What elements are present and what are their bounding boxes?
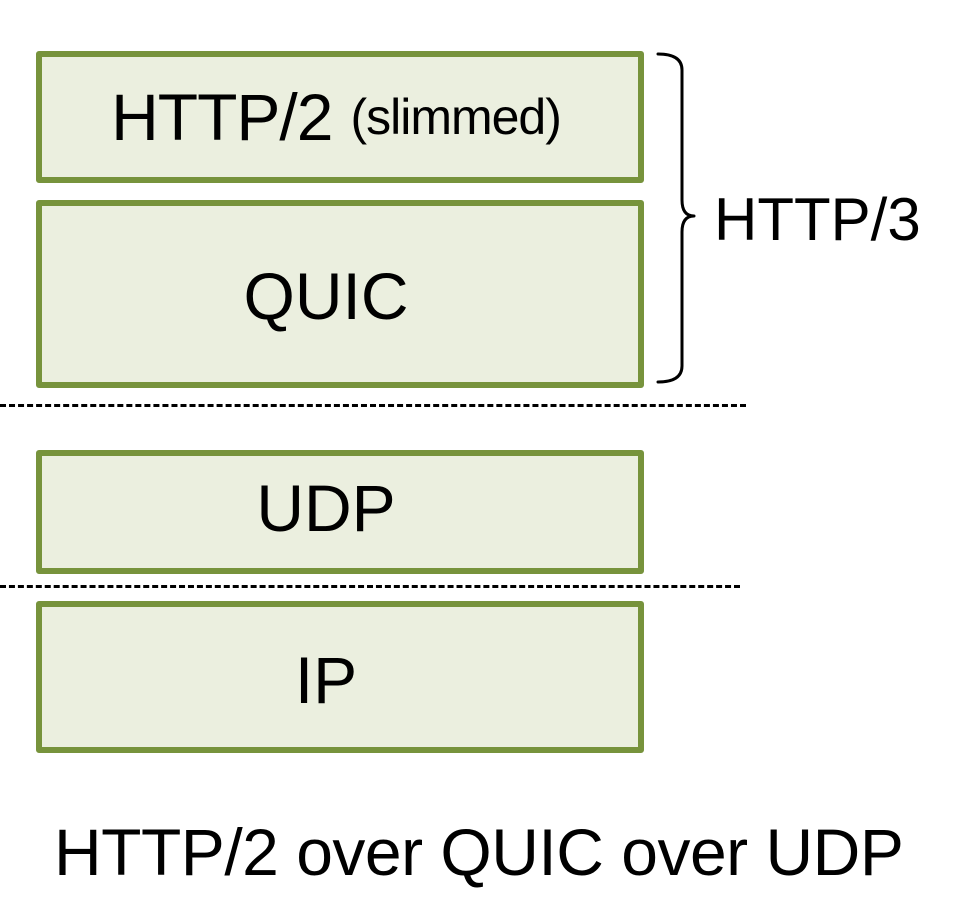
http3-curly-brace — [656, 52, 696, 384]
udp-layer-label: UDP — [256, 471, 396, 545]
ip-layer-box: IP — [36, 601, 644, 753]
layer-divider-lower — [0, 585, 740, 588]
http2-layer-qualifier: (slimmed) — [350, 89, 561, 145]
udp-layer-box: UDP — [36, 450, 644, 574]
http3-label: HTTP/3 — [714, 186, 921, 253]
ip-layer-label: IP — [294, 643, 358, 717]
quic-layer-label: QUIC — [243, 259, 409, 333]
quic-layer-box: QUIC — [36, 200, 644, 388]
http2-layer-box: HTTP/2 (slimmed) — [36, 51, 644, 183]
http2-layer-label: HTTP/2 — [111, 80, 333, 154]
diagram-caption: HTTP/2 over QUIC over UDP — [54, 815, 904, 889]
layer-divider-upper — [0, 404, 746, 407]
